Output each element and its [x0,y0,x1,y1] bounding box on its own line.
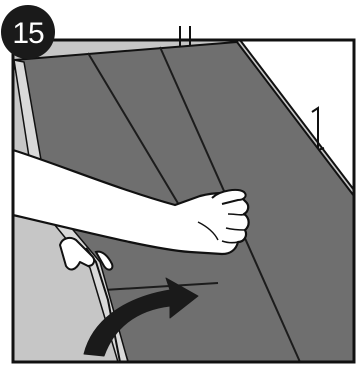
finger-line [228,214,246,215]
step-badge: 15 [1,5,55,59]
step-number: 15 [12,17,44,50]
